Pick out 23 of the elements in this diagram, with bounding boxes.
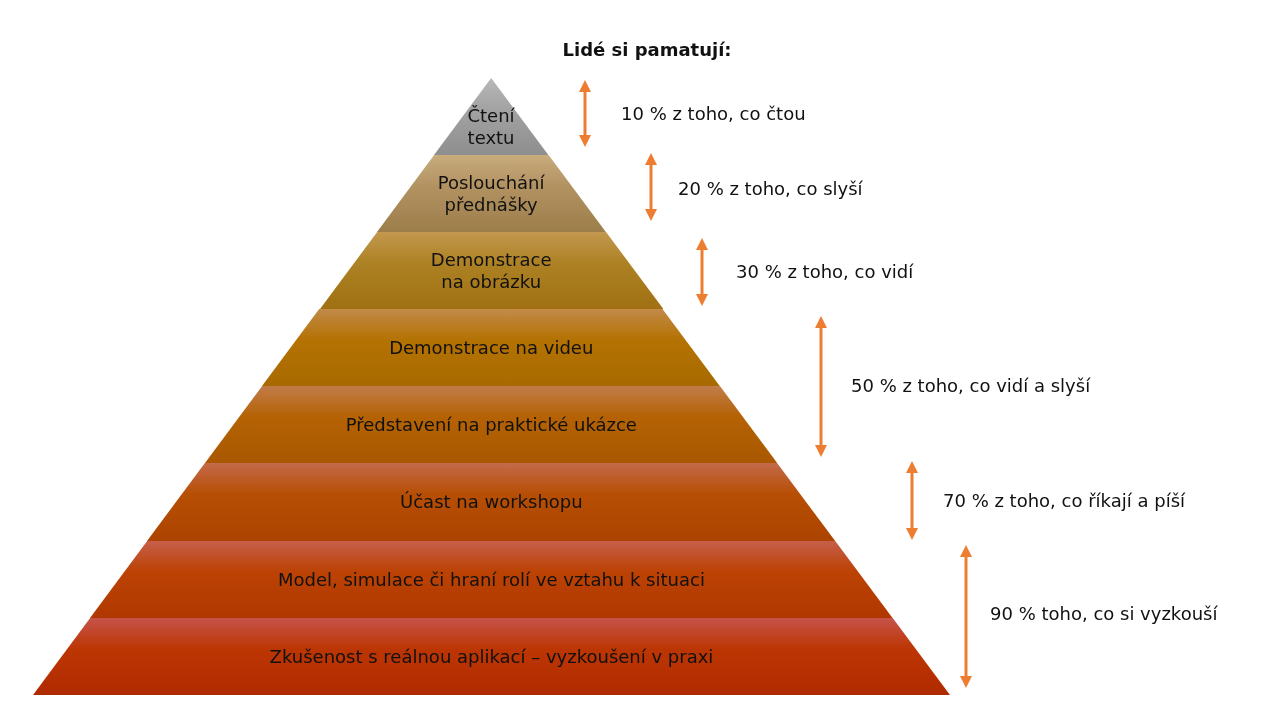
percentage-label: 70 % z toho, co říkají a píší: [943, 489, 1185, 513]
pyramid-level: [33, 618, 950, 695]
pyramid-level: [262, 309, 721, 386]
level-label: Čtení textu: [466, 104, 516, 149]
pyramid-level: [205, 386, 778, 463]
pyramid-top-level: [433, 78, 549, 155]
level-label: Poslouchání přednášky: [436, 171, 546, 216]
pyramid-level: [90, 541, 893, 618]
level-label: Demonstrace na videu: [389, 336, 594, 359]
pyramid-level: [147, 463, 836, 541]
percentage-label: 50 % z toho, co vidí a slyší: [851, 374, 1091, 398]
percentage-label: 90 % toho, co si vyzkouší: [990, 602, 1218, 626]
level-label: Představení na praktické ukázce: [345, 413, 637, 436]
title: Lidé si pamatují:: [562, 38, 732, 62]
level-label: Model, simulace či hraní rolí ve vztahu k situaci: [277, 568, 705, 591]
level-label: Účast na workshopu: [400, 491, 583, 513]
pyramid-level: [319, 232, 663, 309]
pyramid-level: [376, 155, 606, 232]
percentage-label: 30 % z toho, co vidí: [736, 260, 914, 284]
percentage-label: 20 % z toho, co slyší: [678, 177, 863, 201]
level-label: Zkušenost s reálnou aplikací – vyzkoušení v praxi: [269, 645, 714, 668]
percentage-label: 10 % z toho, co čtou: [621, 102, 806, 126]
level-label: Demonstrace na obrázku: [429, 248, 553, 293]
